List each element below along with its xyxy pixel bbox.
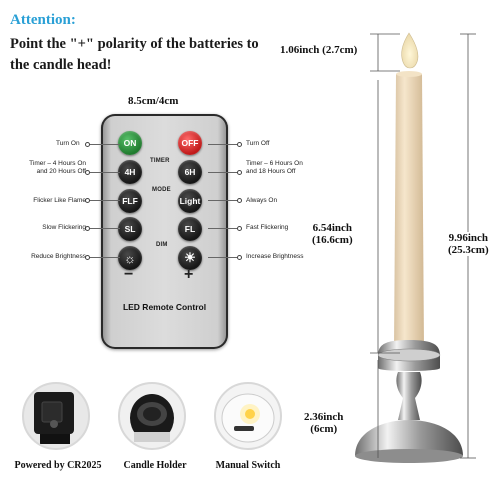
sl-button[interactable]: SL [118,217,142,241]
turn-off-annotation: Turn Off [246,140,270,147]
light-button[interactable]: Light [178,189,202,213]
flicker-flame-dot [85,198,90,203]
fast-flicker-annotation: Fast Flickering [246,224,289,231]
holder-caption: Candle Holder [123,460,187,471]
off-button[interactable]: OFF [178,131,202,155]
timer-4h-leader [88,172,120,173]
manual-switch-icon [221,393,275,443]
reduce-brightness-dot [85,255,90,260]
timer-4h-button[interactable]: 4H [118,160,142,184]
timer-4h-annotation: Timer – 4 Hours On and 20 Hours Off [22,160,86,176]
flame-dimension: 1.06inch (2.7cm) [280,44,358,56]
timer-6h-line-1: Timer – 6 Hours On [246,160,303,167]
base-dimension-line-1: 2.36inch [304,411,344,423]
timer-6h-annotation: Timer – 6 Hours On and 18 Hours Off [246,160,303,176]
slow-flicker-annotation: Slow Flickering [42,224,86,231]
on-button[interactable]: ON [118,131,142,155]
fl-button[interactable]: FL [178,217,202,241]
flicker-flame-leader [88,200,120,201]
candle-body [394,74,424,350]
slow-flicker-leader [88,228,120,229]
switch-thumbnail [214,382,282,450]
plus-sign: + [184,266,194,283]
timer-6h-line-2: and 18 Hours Off [246,168,296,175]
increase-brightness-dot [237,255,242,260]
timer-4h-dot [85,170,90,175]
switch-caption: Manual Switch [215,460,281,471]
turn-on-annotation: Turn On [56,140,80,147]
base-dimension: 2.36inch (6cm) [302,411,346,435]
turn-off-leader [208,144,240,145]
dim-down-button[interactable]: ☼ [118,246,142,270]
flicker-flame-annotation: Flicker Like Flame [33,197,86,204]
slow-flicker-dot [85,226,90,231]
flf-button[interactable]: FLF [118,189,142,213]
turn-on-leader [88,144,120,145]
holder-rim [377,348,441,362]
reduce-brightness-leader [88,257,120,258]
battery-polarity-notice: Point the "+" polarity of the batteries … [10,36,259,73]
attention-heading: Attention: [10,12,76,28]
body-dimension-line-2: (16.6cm) [312,234,353,246]
turn-on-dot [85,142,90,147]
reduce-brightness-annotation: Reduce Brightness [31,253,86,260]
candle-top [396,71,422,77]
remote-size-label: 8.5cm/4cm [128,95,179,107]
turn-off-dot [237,142,242,147]
timer-4h-line-1: Timer – 4 Hours On [29,160,86,167]
timer-6h-button[interactable]: 6H [178,160,202,184]
minus-sign: − [124,266,134,283]
remote-brand-label: LED Remote Control [122,302,207,312]
fast-flicker-dot [237,226,242,231]
dim-up-button[interactable]: ☀ [178,246,202,270]
holder-base-bottom [355,449,463,463]
battery-caption: Powered by CR2025 [14,460,102,471]
body-dimension: 6.54inch (16.6cm) [310,222,355,246]
body-dimension-line-1: 6.54inch [312,222,353,234]
battery-compartment-icon [34,392,74,444]
battery-thumbnail [22,382,90,450]
total-dimension-line-1: 9.96inch [448,232,489,244]
mode-section-label: MODE [152,187,171,193]
timer-6h-leader [208,172,240,173]
dim-section-label: DIM [156,242,168,248]
flame-bulb [401,32,419,69]
fast-flicker-leader [208,228,240,229]
timer-4h-line-2: and 20 Hours Off [36,168,86,175]
sun-dim-icon: ☼ [124,250,136,266]
total-dimension-line-2: (25.3cm) [448,244,489,256]
always-on-annotation: Always On [246,197,278,204]
holder-socket-icon [130,394,174,442]
increase-brightness-leader [208,257,240,258]
timer-6h-dot [237,170,242,175]
holder-thumbnail [118,382,186,450]
remote-control: ON OFF TIMER 4H 6H MODE FLF Light SL FL … [101,114,228,349]
timer-section-label: TIMER [150,158,170,164]
holder-stem [396,372,422,420]
base-dimension-line-2: (6cm) [310,423,338,435]
increase-brightness-annotation: Increase Brightness [246,253,304,260]
always-on-leader [208,200,240,201]
sun-bright-icon: ☀ [184,250,196,265]
always-on-dot [237,198,242,203]
total-dimension: 9.96inch (25.3cm) [447,232,490,256]
